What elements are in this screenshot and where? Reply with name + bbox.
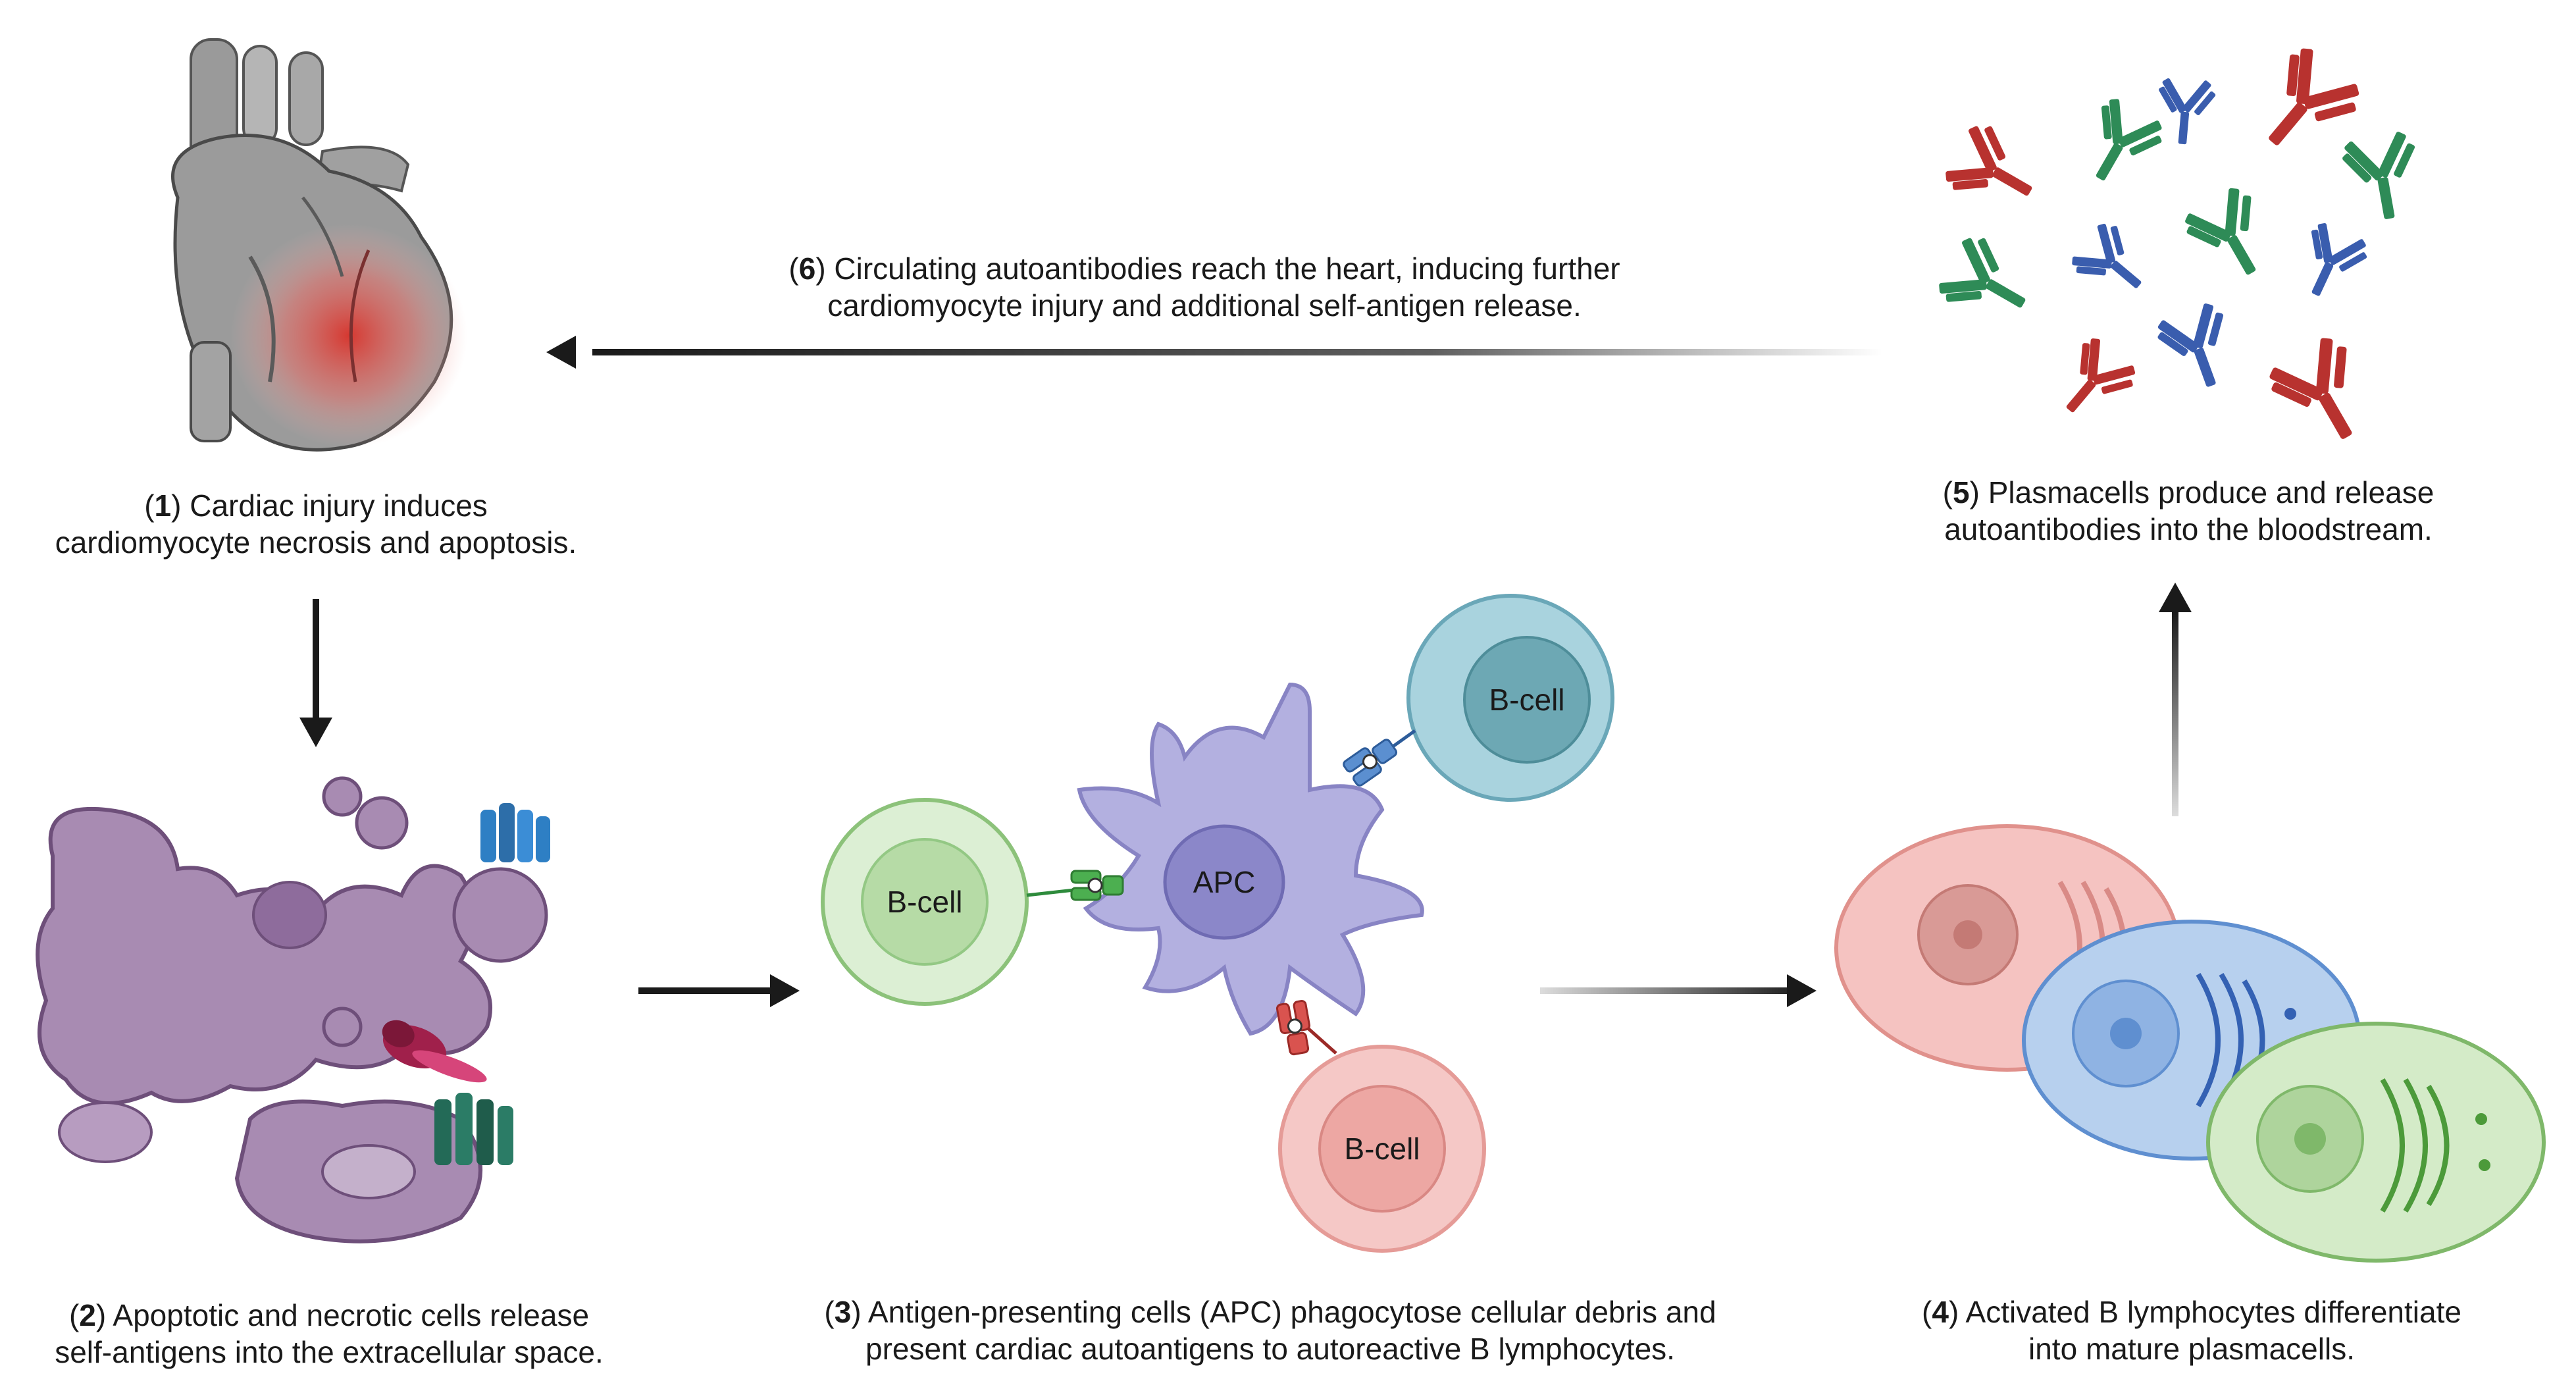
arrow-4-to-5-shaft [2172,612,2178,816]
step-3-line2: present cardiac autoantigens to autoreac… [865,1332,1675,1366]
mitochondrion-fragment [58,1101,153,1163]
plasmacell-green [2206,1022,2546,1263]
arrow-3-to-4-shaft [1540,987,1803,994]
step-2-line2: self-antigens into the extracellular spa… [55,1335,604,1369]
antibody-green-3 [2177,180,2285,292]
cell-debris [36,776,550,1243]
step-1-line1: Cardiac injury induces [190,488,488,523]
heart-illustration [171,38,467,452]
step-6-line2: cardiomyocyte injury and additional self… [827,288,1582,323]
bcr-green [1070,870,1124,901]
nucleus-fragment [252,881,327,949]
heart-vena-cava [190,341,232,442]
antibody-green-1 [2069,92,2171,197]
caption-step-1: (1) Cardiac injury induces cardiomyocyte… [20,487,612,561]
bcell-red-nucleus [1318,1085,1446,1213]
arrow-1-to-2-shaft [313,599,319,731]
bcr-blue [1341,733,1402,789]
arrow-6-shaft [592,349,1882,355]
bcell-green-label: B-cell [887,885,962,919]
arrow-2-to-3-head [770,974,800,1007]
bcell-green-nucleus [861,838,989,966]
apoptotic-body-2 [322,776,363,817]
antibody-red-4 [2260,328,2386,459]
bcell-blue-nucleus [1463,636,1591,764]
bcell-blue-label: B-cell [1489,683,1564,717]
step-2-number: 2 [79,1298,96,1332]
plasmacells [1834,824,2546,1263]
step-5-line1: Plasmacells produce and release [1988,475,2434,510]
coronary-vessel-3 [301,196,344,277]
autoantibodies [1931,38,2427,459]
antibody-red-3 [2044,330,2144,432]
antibody-red-1 [1938,116,2049,224]
antibody-blue-4 [2151,298,2246,398]
arrow-3-to-4-head [1787,974,1816,1007]
antibody-green-2 [2338,128,2427,225]
step-1-number: 1 [154,488,172,523]
green-membrane-protein [434,1093,513,1165]
cardiac-troponin-antigen [382,1020,487,1083]
step-6-line1: Circulating autoantibodies reach the hea… [834,251,1620,286]
apc-label: APC [1193,865,1256,899]
arrow-6-head [546,336,576,369]
antibody-blue-3 [2287,217,2374,308]
injury-area [230,224,467,448]
antibody-green-4 [1931,228,2043,336]
bcell-blue: B-cell [1341,594,1614,802]
step-4-line2: into mature plasmacells. [2028,1332,2355,1366]
heart-vessel-2 [242,45,278,146]
mitochondrion-fragment-2 [321,1144,416,1199]
heart-vessel-3 [288,51,324,146]
arrow-2-to-3-shaft [638,987,790,994]
step-2-line1: Apoptotic and necrotic cells release [113,1298,590,1332]
bcell-red: B-cell [1275,999,1486,1253]
caption-step-3: (3) Antigen-presenting cells (APC) phago… [777,1294,1764,1367]
apoptotic-body-4 [322,1007,363,1047]
apc-cell: APC [1077,682,1424,1036]
arrow-4-to-5-head [2159,583,2192,612]
step-3-number: 3 [834,1295,852,1329]
caption-step-2: (2) Apoptotic and necrotic cells release… [13,1297,645,1371]
caption-step-6: (6) Circulating autoantibodies reach the… [711,250,1698,324]
coronary-vessel [248,255,276,382]
step-5-line2: autoantibodies into the bloodstream. [1944,512,2433,546]
flow-arrows [299,336,2192,1007]
caption-step-4: (4) Activated B lymphocytes differentiat… [1843,1294,2540,1367]
bcell-red-label: B-cell [1344,1132,1420,1166]
blue-membrane-protein [480,803,550,862]
bcell-green: B-cell [821,798,1124,1006]
debris-cluster [36,806,492,1105]
antibody-blue-2 [2065,215,2160,309]
arrow-1-to-2-head [299,718,332,747]
bcr-red [1275,999,1315,1057]
bcr-stem-red [1305,1026,1337,1055]
apoptotic-body [355,796,409,850]
step-4-number: 4 [1932,1295,1949,1329]
apc-nucleus [1163,824,1285,940]
step-5-number: 5 [1953,475,1970,510]
apoptotic-body-3 [452,867,548,963]
antibody-blue-1 [2153,75,2218,147]
step-3-line1: Antigen-presenting cells (APC) phagocyto… [867,1295,1716,1329]
step-1-line2: cardiomyocyte necrosis and apoptosis. [55,525,577,560]
step-4-line1: Activated B lymphocytes differentiate [1965,1295,2461,1329]
step-6-number: 6 [798,251,816,286]
caption-step-5: (5) Plasmacells produce and release auto… [1843,474,2534,548]
coronary-vessel-2 [349,249,371,382]
